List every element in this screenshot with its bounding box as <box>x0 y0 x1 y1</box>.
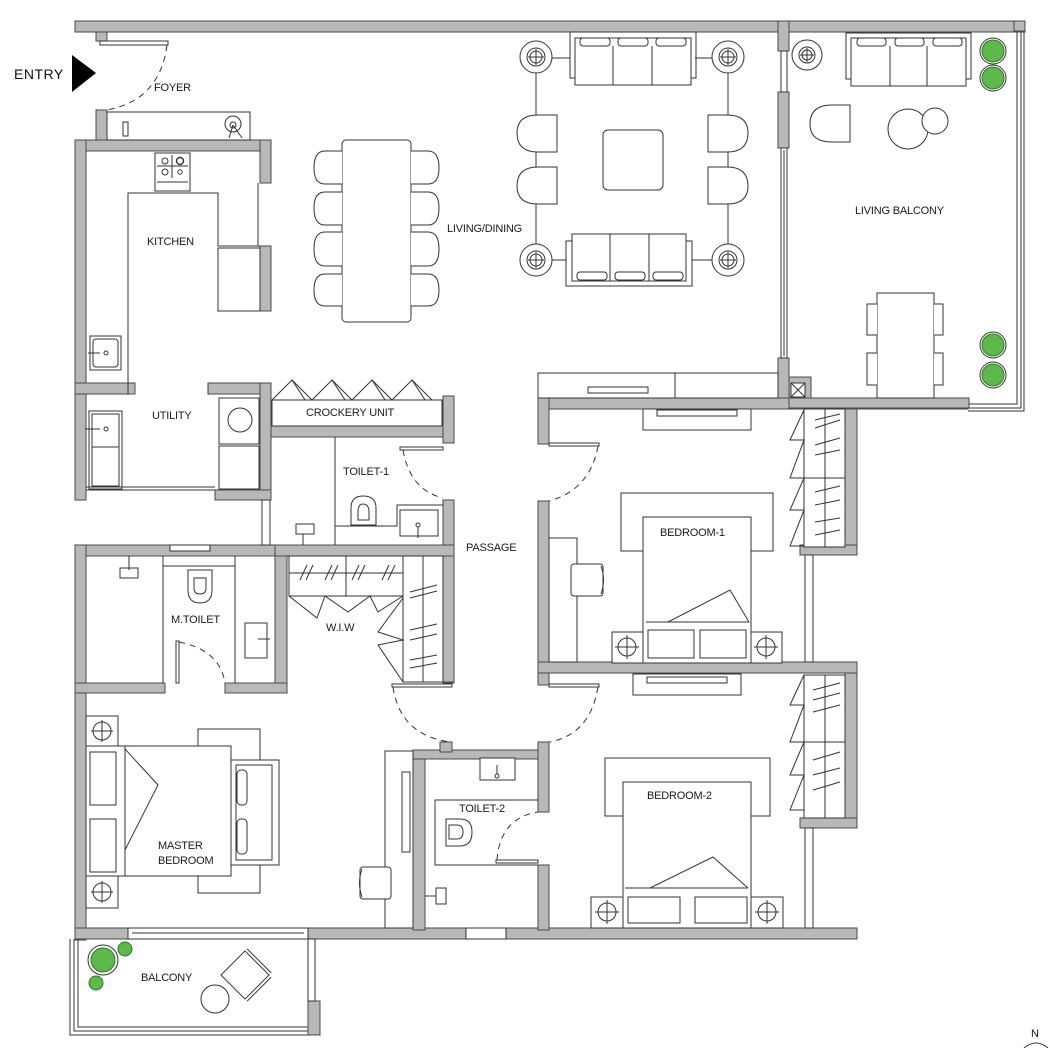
north-label: N <box>1031 1028 1039 1040</box>
room-label-toilet-2: TOILET-2 <box>459 803 505 815</box>
room-label-toilet-1: TOILET-1 <box>343 466 389 478</box>
windows <box>69 32 1025 1036</box>
living-balcony-furniture <box>791 32 1007 399</box>
crockery-furniture <box>271 379 443 427</box>
dining-chairs-right <box>411 150 440 307</box>
room-label-living-balcony: LIVING BALCONY <box>855 205 944 217</box>
m-toilet-furniture <box>119 556 270 683</box>
wiw-furniture <box>288 555 444 683</box>
toilet-2-furniture <box>425 757 538 905</box>
balcony-furniture <box>87 941 272 1014</box>
lamps <box>519 40 745 277</box>
room-label-master-bedroom-line2: BEDROOM <box>158 855 214 867</box>
room-label-bedroom-2: BEDROOM-2 <box>647 790 712 802</box>
bedroom-2-furniture <box>590 673 846 929</box>
room-label-m-toilet: M.TOILET <box>171 614 220 626</box>
master-bedroom-furniture <box>85 715 280 909</box>
utility-furniture <box>85 383 260 491</box>
room-label-wiw: W.I.W <box>326 622 355 634</box>
room-label-passage: PASSAGE <box>466 542 517 554</box>
north-arrow-icon <box>1023 1042 1049 1048</box>
dining-set <box>313 139 440 323</box>
kitchen-furniture <box>88 152 261 394</box>
plants-bottom <box>979 331 1007 389</box>
dining-chairs-left <box>313 150 342 307</box>
armchairs <box>516 114 749 205</box>
room-label-bedroom-1: BEDROOM-1 <box>660 527 725 539</box>
room-label-balcony: BALCONY <box>141 972 193 984</box>
plants-top <box>979 37 1007 92</box>
room-label-master-bedroom-line1: MASTER <box>158 840 203 852</box>
room-label-utility: UTILITY <box>152 410 192 422</box>
study-niche <box>359 750 414 929</box>
room-label-crockery-unit: CROCKERY UNIT <box>306 407 395 419</box>
doors <box>99 40 600 864</box>
room-label-kitchen: KITCHEN <box>147 236 194 248</box>
bedroom-1-furniture <box>548 408 846 664</box>
room-label-living-dining: LIVING/DINING <box>447 223 523 235</box>
living-set <box>516 31 806 399</box>
entry-label: ENTRY <box>14 66 64 82</box>
foyer-furniture <box>106 111 251 141</box>
room-label-foyer: FOYER <box>154 82 191 94</box>
entry-arrow-icon <box>72 55 96 92</box>
toilet-1-furniture <box>295 437 443 545</box>
